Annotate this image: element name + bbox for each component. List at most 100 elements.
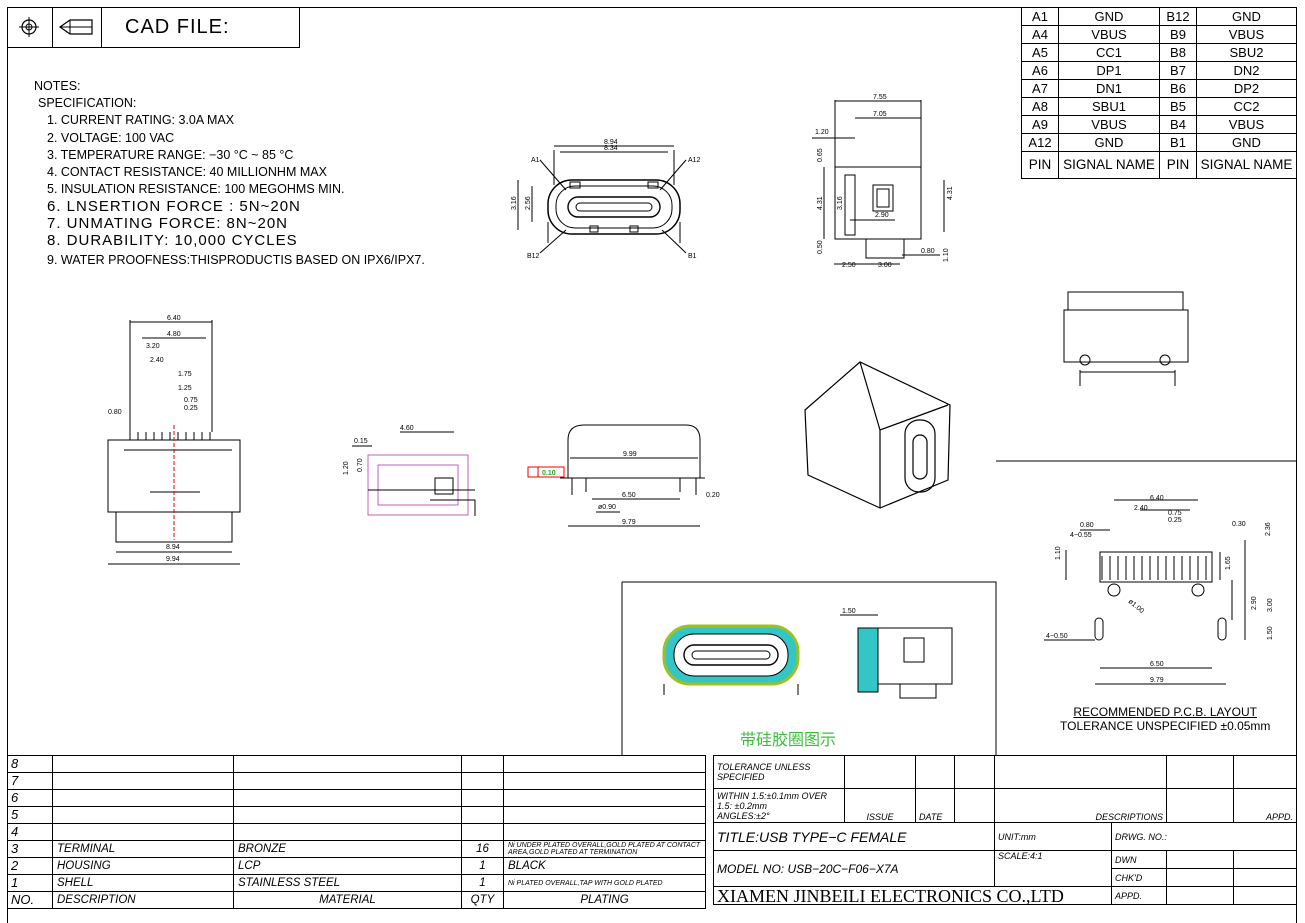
dim-label: 1.50 — [842, 608, 856, 615]
dim-label: 9.99 — [623, 451, 637, 458]
dim-label: 3.20 — [146, 343, 160, 350]
dim-label: 0.80 — [108, 409, 122, 416]
pin-label: B12 — [527, 253, 540, 260]
side-view — [812, 100, 945, 265]
dim-label: 6.40 — [1150, 495, 1164, 502]
dim-label: 3.00 — [878, 262, 892, 269]
flatness-tolerance: 0.10 — [542, 470, 556, 477]
seal-view-box — [622, 581, 997, 755]
table-row: XIAMEN JINBEILI ELECTRONICS CO.,LTD APPD… — [713, 886, 1297, 905]
dim-label: 3.16 — [837, 196, 844, 210]
dim-label: 0.25 — [184, 405, 198, 412]
dim-label: 1.75 — [178, 371, 192, 378]
note-item: 9. WATER PROOFNESS:THISPRODUCTIS BASED O… — [47, 253, 425, 268]
table-row: 8 — [7, 755, 706, 773]
dim-label: 0.75 — [1168, 510, 1182, 517]
dim-label: 0.70 — [357, 458, 364, 472]
dim-label: 8.34 — [604, 145, 618, 152]
dim-label: 4.31 — [947, 186, 954, 200]
table-row: TOLERANCE UNLESS SPECIFIED — [713, 755, 1297, 789]
dim-label: 9.94 — [166, 556, 180, 563]
pcb-caption: RECOMMENDED P.C.B. LAYOUT TOLERANCE UNSP… — [1060, 705, 1271, 733]
specification-notes: NOTES: SPECIFICATION: 1. CURRENT RATING:… — [34, 78, 425, 270]
dim-label: 1.65 — [1225, 556, 1232, 570]
rear-view — [1063, 291, 1189, 386]
dim-label: 2.40 — [1134, 505, 1148, 512]
dim-label: 2.90 — [875, 212, 889, 219]
dim-label: 1.50 — [1267, 626, 1274, 640]
dim-label: 2.90 — [1251, 596, 1258, 610]
dim-label: 3.00 — [1267, 598, 1274, 612]
note-item: 2. VOLTAGE: 100 VAC — [47, 130, 175, 145]
dim-label: 4.31 — [817, 196, 824, 210]
notes-heading: NOTES: — [34, 79, 81, 93]
dim-label: 0.80 — [921, 248, 935, 255]
target-icon — [19, 17, 39, 37]
dim-label: 0.50 — [817, 240, 824, 254]
dim-label: 8.94 — [166, 544, 180, 551]
dim-label: 2.36 — [1265, 522, 1272, 536]
pin-label: B1 — [688, 253, 697, 260]
position-symbol-cell — [7, 7, 53, 47]
drawing-title: TITLE:USB TYPE−C FEMALE — [713, 822, 995, 851]
note-item: 3. TEMPERATURE RANGE: −30 °C ~ 85 °C — [47, 147, 294, 162]
dim-label: 4−0.55 — [1070, 532, 1092, 539]
dim-label: 9.79 — [622, 519, 636, 526]
dim-label: 4−0.50 — [1046, 633, 1068, 640]
top-view — [107, 320, 241, 565]
seal-side-view — [840, 614, 953, 699]
dim-label: ø0.90 — [598, 504, 616, 511]
dim-label: 6.50 — [1150, 661, 1164, 668]
pin-label: A1 — [531, 157, 540, 164]
dim-label: 9.79 — [1150, 677, 1164, 684]
projection-symbol-cell — [52, 7, 102, 47]
note-item: 4. CONTACT RESISTANCE: 40 MILLIONHM MAX — [47, 165, 327, 180]
dim-label: 8.94 — [604, 139, 618, 146]
dim-label: 1.20 — [343, 461, 350, 475]
bottom-view — [527, 424, 705, 527]
isometric-view — [804, 361, 951, 509]
seal-caption: 带硅胶圈图示 — [740, 730, 837, 749]
table-row: 6 — [7, 789, 706, 807]
model-number: MODEL NO: USB−20C−F06−X7A — [713, 850, 995, 887]
dim-label: 0.25 — [1168, 517, 1182, 524]
table-row: 4 — [7, 823, 706, 841]
dim-label: 2.50 — [842, 262, 856, 269]
dim-label: 7.55 — [873, 94, 887, 101]
dim-label: 0.80 — [1080, 522, 1094, 529]
note-item: 7. UNMATING FORCE: 8N~20N — [47, 215, 289, 233]
table-row: 5 — [7, 806, 706, 824]
cad-file-box: CAD FILE: — [7, 7, 300, 48]
dim-label: 4.60 — [400, 425, 414, 432]
front-view — [517, 145, 687, 254]
dim-label: 0.20 — [706, 492, 720, 499]
pcb-layout — [1044, 499, 1246, 685]
seal-front-view — [662, 624, 800, 695]
projection-icon — [58, 19, 93, 35]
dim-label: 2.56 — [525, 196, 532, 210]
dim-label: 0.75 — [184, 397, 198, 404]
dim-label: 0.65 — [817, 148, 824, 162]
dim-label: 1.20 — [815, 129, 829, 136]
company-name: XIAMEN JINBEILI ELECTRONICS CO.,LTD — [713, 886, 1112, 905]
dim-label: 6.40 — [167, 315, 181, 322]
note-item: 5. INSULATION RESISTANCE: 100 MEGOHMS MI… — [47, 182, 345, 197]
note-item: 6. LNSERTION FORCE : 5N~20N — [47, 198, 301, 216]
terminal-side-view — [352, 431, 476, 516]
dim-label: 1.25 — [178, 385, 192, 392]
spec-heading: SPECIFICATION: — [38, 96, 137, 111]
note-item: 1. CURRENT RATING: 3.0A MAX — [47, 113, 235, 128]
